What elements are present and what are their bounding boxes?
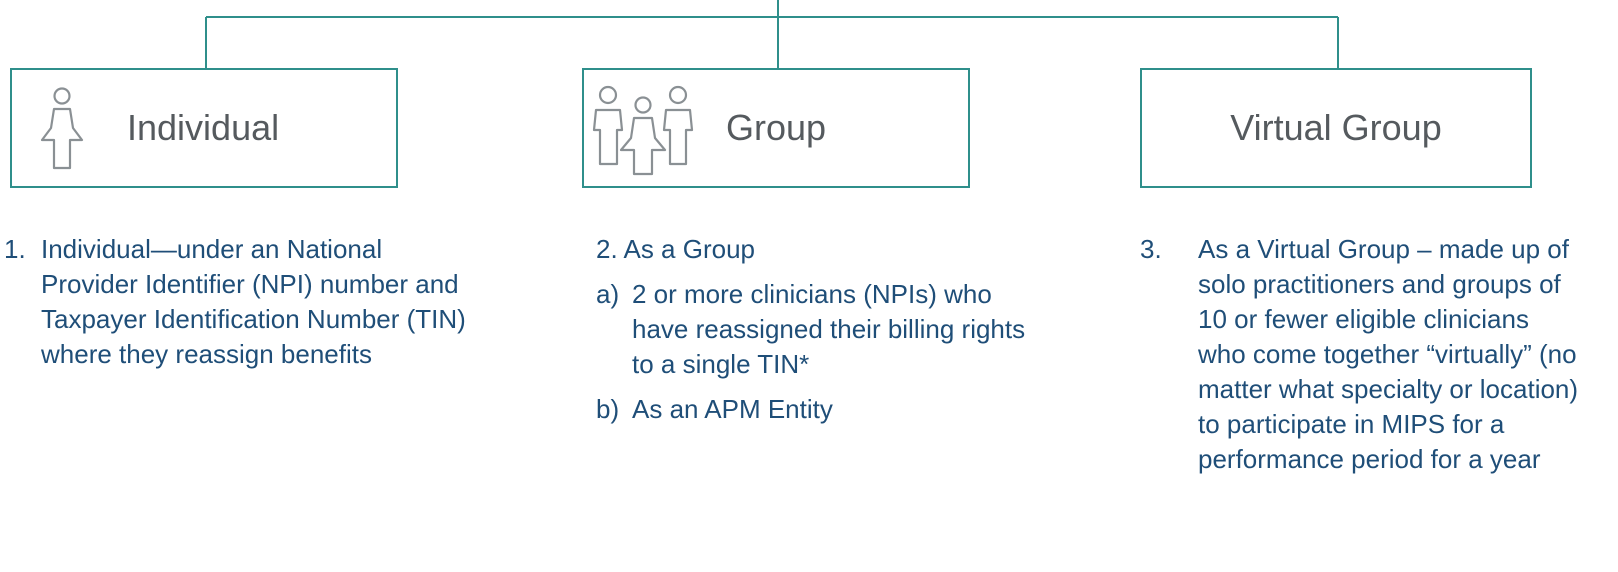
item-b-text: As an APM Entity: [632, 394, 833, 424]
group-description: 2. As a Group a) 2 or more clinicians (N…: [596, 232, 1036, 427]
virtual-group-description-text: As a Virtual Group – made up of solo pra…: [1198, 234, 1578, 474]
group-heading: 2. As a Group: [596, 232, 1036, 267]
virtual-group-description: 3. As a Virtual Group – made up of solo …: [1140, 232, 1580, 477]
virtual-group-title: Virtual Group: [1142, 70, 1530, 186]
item-number: 1.: [4, 232, 26, 267]
individual-description-text: Individual—under an National Provider Id…: [41, 234, 466, 369]
individual-title: Individual: [127, 70, 279, 186]
item-a-marker: a): [596, 277, 619, 312]
people-group-icon: [588, 84, 698, 176]
item-b-marker: b): [596, 392, 619, 427]
item-number: 3.: [1140, 232, 1162, 267]
group-title: Group: [726, 70, 826, 186]
person-icon: [32, 84, 92, 174]
item-a-text: 2 or more clinicians (NPIs) who have rea…: [632, 279, 1025, 379]
group-box: Group: [582, 68, 970, 188]
virtual-group-box: Virtual Group: [1140, 68, 1532, 188]
individual-box: Individual: [10, 68, 398, 188]
individual-description: 1. Individual—under an National Provider…: [4, 232, 474, 372]
